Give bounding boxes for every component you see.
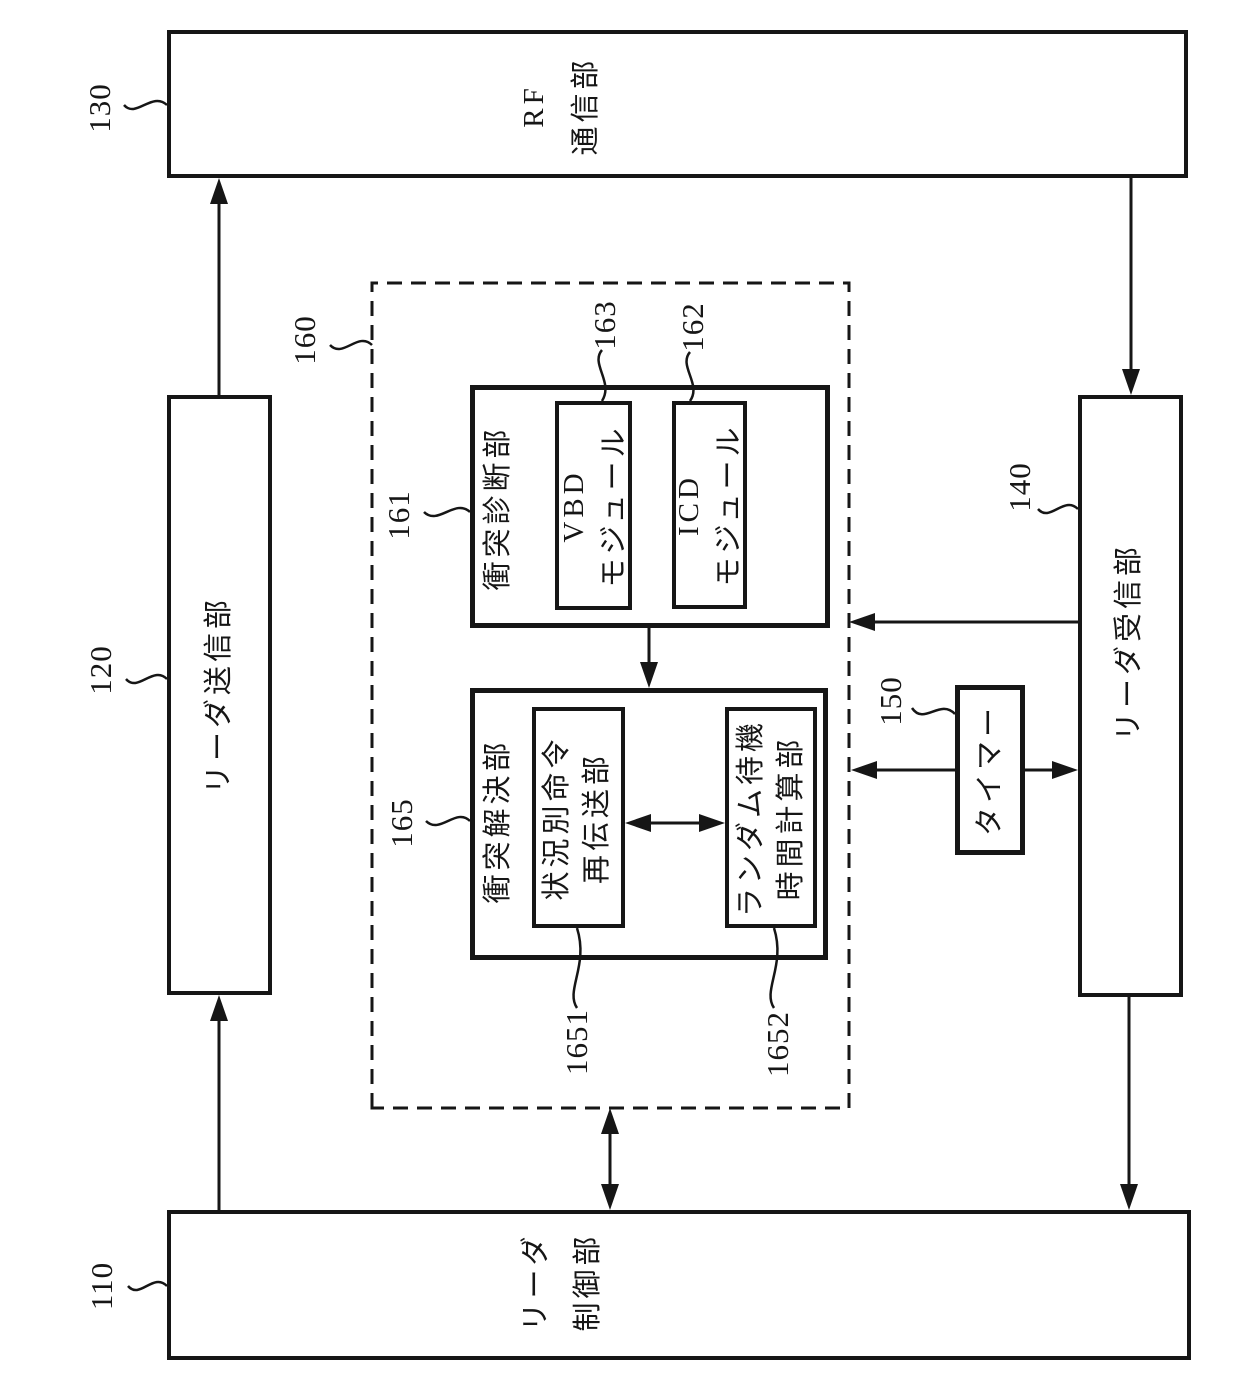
block-reader-control: [167, 1210, 1191, 1360]
arrowhead-into-transmitter: [210, 995, 228, 1021]
block-rf-communication: [167, 30, 1188, 178]
arrowhead-into-receiver: [1122, 369, 1140, 395]
label-situation-command-retransmitter: 状況別命令 再伝送部: [541, 735, 613, 901]
ref-connector-120: [125, 673, 168, 685]
arrowhead-control-to-group: [601, 1108, 619, 1134]
label-vbd-module: VBD モジュール: [554, 425, 634, 588]
ref-1651: 1651: [559, 1009, 594, 1075]
ref-connector-140: [1037, 503, 1079, 515]
label-icd-line1: ICD: [673, 474, 705, 536]
arrowhead-into-control: [1120, 1184, 1138, 1210]
ref-connector-110: [127, 1280, 168, 1292]
label-random-wait-time-calculator: ランダム待機 時間計算部: [735, 718, 807, 918]
label-vbd-line2: モジュール: [598, 424, 630, 588]
ref-165: 165: [384, 798, 419, 848]
label-vbd-line1: VBD: [558, 469, 590, 543]
arrowhead-into-resolution: [640, 662, 658, 688]
ref-connector-165: [425, 815, 471, 827]
ref-1652: 1652: [760, 1011, 795, 1077]
ref-120: 120: [83, 645, 118, 695]
ref-161: 161: [381, 490, 416, 540]
ref-163: 163: [587, 300, 622, 350]
label-rf-communication: RF 通信部: [508, 56, 612, 155]
block-collision-diagnosis: [470, 385, 830, 628]
label-collision-diagnosis: 衝突診断部: [482, 425, 514, 591]
ref-150: 150: [873, 676, 908, 726]
ref-130: 130: [82, 83, 117, 133]
label-rf-line2: 通信部: [570, 56, 602, 156]
ref-140: 140: [1002, 462, 1037, 512]
label-reader-control: リーダ 制御部: [510, 1232, 614, 1331]
label-reader-control-line2: 制御部: [572, 1232, 604, 1332]
ref-162: 162: [675, 302, 710, 352]
arrowhead-timer-to-group: [851, 761, 877, 779]
arrowhead-group-to-control: [601, 1184, 619, 1210]
ref-connector-150: [910, 707, 956, 716]
label-reader-receiver: リーダ受信部: [1113, 542, 1145, 742]
ref-connector-130: [123, 99, 168, 111]
ref-connector-160: [329, 339, 373, 351]
label-reader-transmitter: リーダ送信部: [203, 595, 235, 795]
label-collision-resolution: 衝突解決部: [482, 738, 514, 904]
arrowhead-into-collision-group: [849, 613, 875, 631]
arrowhead-into-rf: [210, 178, 228, 204]
label-rf-line1: RF: [518, 84, 550, 128]
label-icd-module: ICD モジュール: [669, 424, 749, 587]
label-timer: タイマー: [974, 703, 1006, 837]
arrowhead-timer-to-receiver: [1052, 761, 1078, 779]
ref-160: 160: [287, 315, 322, 365]
ref-110: 110: [84, 1261, 119, 1311]
label-icd-line2: モジュール: [713, 423, 745, 587]
label-reader-control-line1: リーダ: [520, 1232, 552, 1332]
ref-connector-161: [423, 506, 471, 518]
